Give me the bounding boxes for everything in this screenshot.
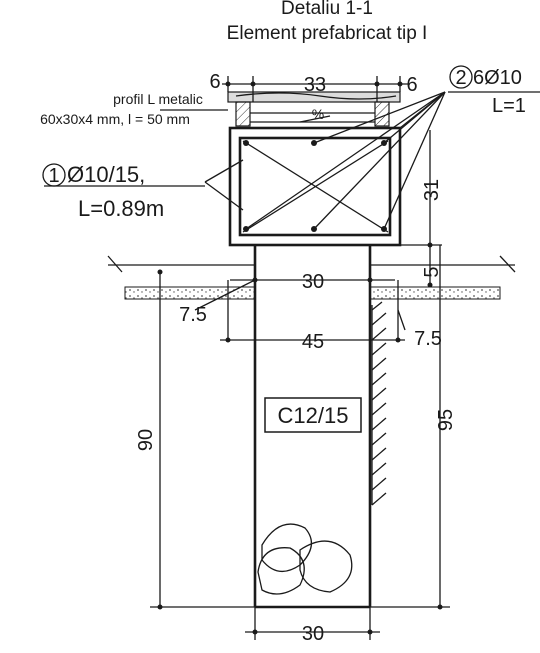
foundation-column [253,245,372,609]
dim-line-95 [370,245,450,610]
rebar2-number: 2 [455,67,466,89]
rebar1-number: 1 [48,165,59,187]
dim-beam-height: 31 [421,179,443,201]
rebar1-spec: Ø10/15, [67,162,145,187]
boulder-fill [257,523,353,595]
dim-offset-right: 7.5 [414,328,442,350]
profile-label-line1: profil L metalic [113,91,203,107]
dim-top-left: 6 [209,71,220,93]
dim-line-45 [220,337,405,343]
dim-line-30-top [230,277,395,283]
rebar2-spec: 6Ø10 [473,67,522,89]
dim-top-right: 6 [406,74,417,96]
title-line2: Element prefabricat tip I [227,23,428,44]
rebar2-leaders [245,91,446,230]
rebar1-callout [42,163,205,187]
dim-offset-left: 7.5 [179,304,207,326]
soil-hatch [371,301,387,506]
dim-line-30-bottom [245,607,380,640]
rebar2-callout [448,65,540,93]
dim-line-90 [150,269,255,610]
dim-column-width-bottom: 30 [302,623,324,645]
dim-depth-right: 95 [435,409,457,431]
dim-top-width: 33 [304,74,326,96]
precast-beam-section [228,126,402,247]
profile-label-line2: 60x30x4 mm, l = 50 mm [40,111,190,127]
right-vertical-dimension [400,130,442,288]
top-dimension-line [222,76,410,102]
dim-ground-step: 5 [421,266,443,277]
dim-footing-width: 45 [302,331,324,353]
concrete-class-label: C12/15 [278,403,349,428]
rebar2-length: L=1 [492,95,526,117]
rebar1-length: L=0.89m [78,196,164,221]
concrete-class-box [264,397,362,433]
rebar1-leaders [204,159,244,211]
dim-depth-left: 90 [135,429,157,451]
steel-angle-profile [227,91,401,127]
slope-mark: % [312,106,324,122]
offset-leaders [194,279,406,340]
title-line1: Detaliu 1-1 [281,0,373,19]
dim-column-width-top: 30 [302,271,324,293]
